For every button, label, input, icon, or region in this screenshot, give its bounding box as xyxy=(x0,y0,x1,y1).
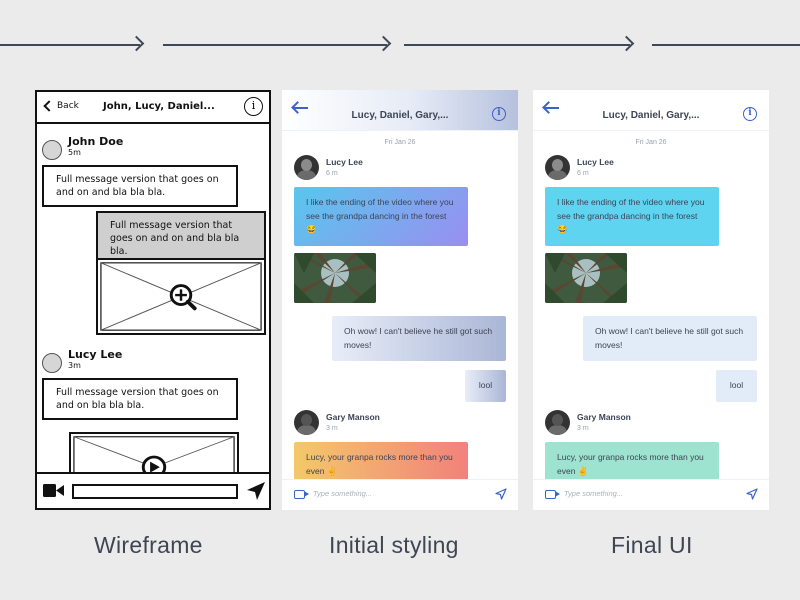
sender-lucy: Lucy Lee 6 m xyxy=(545,155,614,180)
avatar xyxy=(545,410,570,435)
chevron-left-icon xyxy=(43,100,55,112)
avatar xyxy=(42,353,62,373)
info-icon[interactable]: i xyxy=(743,107,757,121)
video-camera-icon[interactable] xyxy=(294,490,305,499)
info-icon[interactable]: i xyxy=(492,107,506,121)
wireframe-header: Back John, Lucy, Daniel... i xyxy=(37,92,269,124)
flow-arrow-2 xyxy=(163,35,392,52)
image-placeholder-graphic xyxy=(100,262,262,331)
sender-lucy: Lucy Lee 6 m xyxy=(294,155,363,180)
send-icon[interactable] xyxy=(495,488,507,500)
message-input[interactable]: Type something... xyxy=(313,489,373,498)
wireframe-message-own: Full message version that goes on and on… xyxy=(96,211,266,266)
sender-gary: Gary Manson 3 m xyxy=(294,410,380,435)
flow-arrow-3 xyxy=(404,35,635,52)
send-icon[interactable] xyxy=(246,481,266,501)
message-time: 6 m xyxy=(577,170,589,177)
user-name: Gary Manson xyxy=(326,412,380,422)
wireframe-title: John, Lucy, Daniel... xyxy=(103,101,215,112)
avatar xyxy=(545,155,570,180)
message-time: 5m xyxy=(68,148,81,157)
chat-message: I like the ending of the video where you… xyxy=(545,187,719,246)
chat-message-own: lool xyxy=(716,370,757,402)
video-camera-icon[interactable] xyxy=(43,483,64,498)
forest-image xyxy=(294,253,376,303)
user-name: Lucy Lee xyxy=(68,348,123,361)
chat-message-own: Oh wow! I can't believe he still got suc… xyxy=(583,316,757,361)
message-time: 6 m xyxy=(326,170,338,177)
video-camera-icon[interactable] xyxy=(545,490,556,499)
chat-title: Lucy, Daniel, Gary,... xyxy=(602,110,700,121)
final-ui-screen: Lucy, Daniel, Gary,... i Fri Jan 26 Lucy… xyxy=(533,90,769,510)
initial-styling-screen: Lucy, Daniel, Gary,... i Fri Jan 26 Lucy… xyxy=(282,90,518,510)
wireframe-user-john: John Doe 5m xyxy=(42,135,123,160)
chat-header: Lucy, Daniel, Gary,... i xyxy=(533,90,769,131)
wireframe-composer xyxy=(37,472,269,508)
wireframe-message: Full message version that goes on and on… xyxy=(42,165,238,207)
avatar xyxy=(294,410,319,435)
user-name: Lucy Lee xyxy=(326,157,363,167)
stage-label-initial: Initial styling xyxy=(329,532,459,558)
forest-photo[interactable] xyxy=(294,253,376,303)
stage-label-final: Final UI xyxy=(611,532,693,558)
chat-title: Lucy, Daniel, Gary,... xyxy=(351,110,449,121)
forest-image xyxy=(545,253,627,303)
send-icon[interactable] xyxy=(746,488,758,500)
wireframe-user-lucy: Lucy Lee 3m xyxy=(42,348,122,373)
wireframe-image-placeholder[interactable] xyxy=(96,258,266,335)
wireframe-message: Full message version that goes on and on… xyxy=(42,378,238,420)
chat-header: Lucy, Daniel, Gary,... i xyxy=(282,90,518,131)
back-label: Back xyxy=(57,101,79,111)
info-icon[interactable]: i xyxy=(244,97,263,116)
wireframe-message-input[interactable] xyxy=(72,484,238,499)
forest-photo[interactable] xyxy=(545,253,627,303)
message-time: 3 m xyxy=(577,425,589,432)
arrow-left-icon[interactable] xyxy=(545,107,559,109)
date-separator: Fri Jan 26 xyxy=(635,139,667,146)
date-separator: Fri Jan 26 xyxy=(384,139,416,146)
message-composer: Type something... xyxy=(282,479,518,510)
message-input[interactable]: Type something... xyxy=(564,489,624,498)
video-placeholder-graphic xyxy=(73,436,235,480)
message-time: 3m xyxy=(68,361,81,370)
chat-message-own: lool xyxy=(465,370,506,402)
wireframe-screen: Back John, Lucy, Daniel... i John Doe 5m… xyxy=(35,90,271,510)
arrow-left-icon[interactable] xyxy=(294,107,308,109)
message-composer: Type something... xyxy=(533,479,769,510)
flow-line-4 xyxy=(652,44,800,46)
chat-message-own: Oh wow! I can't believe he still got suc… xyxy=(332,316,506,361)
user-name: John Doe xyxy=(68,135,124,148)
wireframe-back-button[interactable]: Back xyxy=(43,100,79,112)
avatar xyxy=(294,155,319,180)
message-time: 3 m xyxy=(326,425,338,432)
user-name: Gary Manson xyxy=(577,412,631,422)
avatar xyxy=(42,140,62,160)
stage-label-wireframe: Wireframe xyxy=(94,532,203,558)
sender-gary: Gary Manson 3 m xyxy=(545,410,631,435)
flow-arrow-1 xyxy=(0,35,145,52)
chat-message: I like the ending of the video where you… xyxy=(294,187,468,246)
user-name: Lucy Lee xyxy=(577,157,614,167)
